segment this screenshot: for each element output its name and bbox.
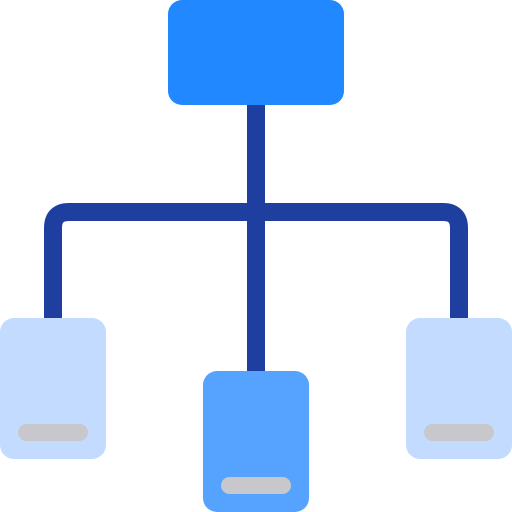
branch-path xyxy=(44,203,468,320)
root-node xyxy=(168,0,344,105)
connector-lines xyxy=(44,104,468,372)
child-node-right xyxy=(406,318,512,459)
child-node-center-box xyxy=(203,371,309,512)
child-node-left xyxy=(0,318,106,459)
child-node-left-box xyxy=(0,318,106,459)
child-node-center-indicator xyxy=(221,477,291,494)
child-node-right-box xyxy=(406,318,512,459)
child-node-center xyxy=(203,371,309,512)
child-node-right-indicator xyxy=(424,424,494,441)
child-node-left-indicator xyxy=(18,424,88,441)
